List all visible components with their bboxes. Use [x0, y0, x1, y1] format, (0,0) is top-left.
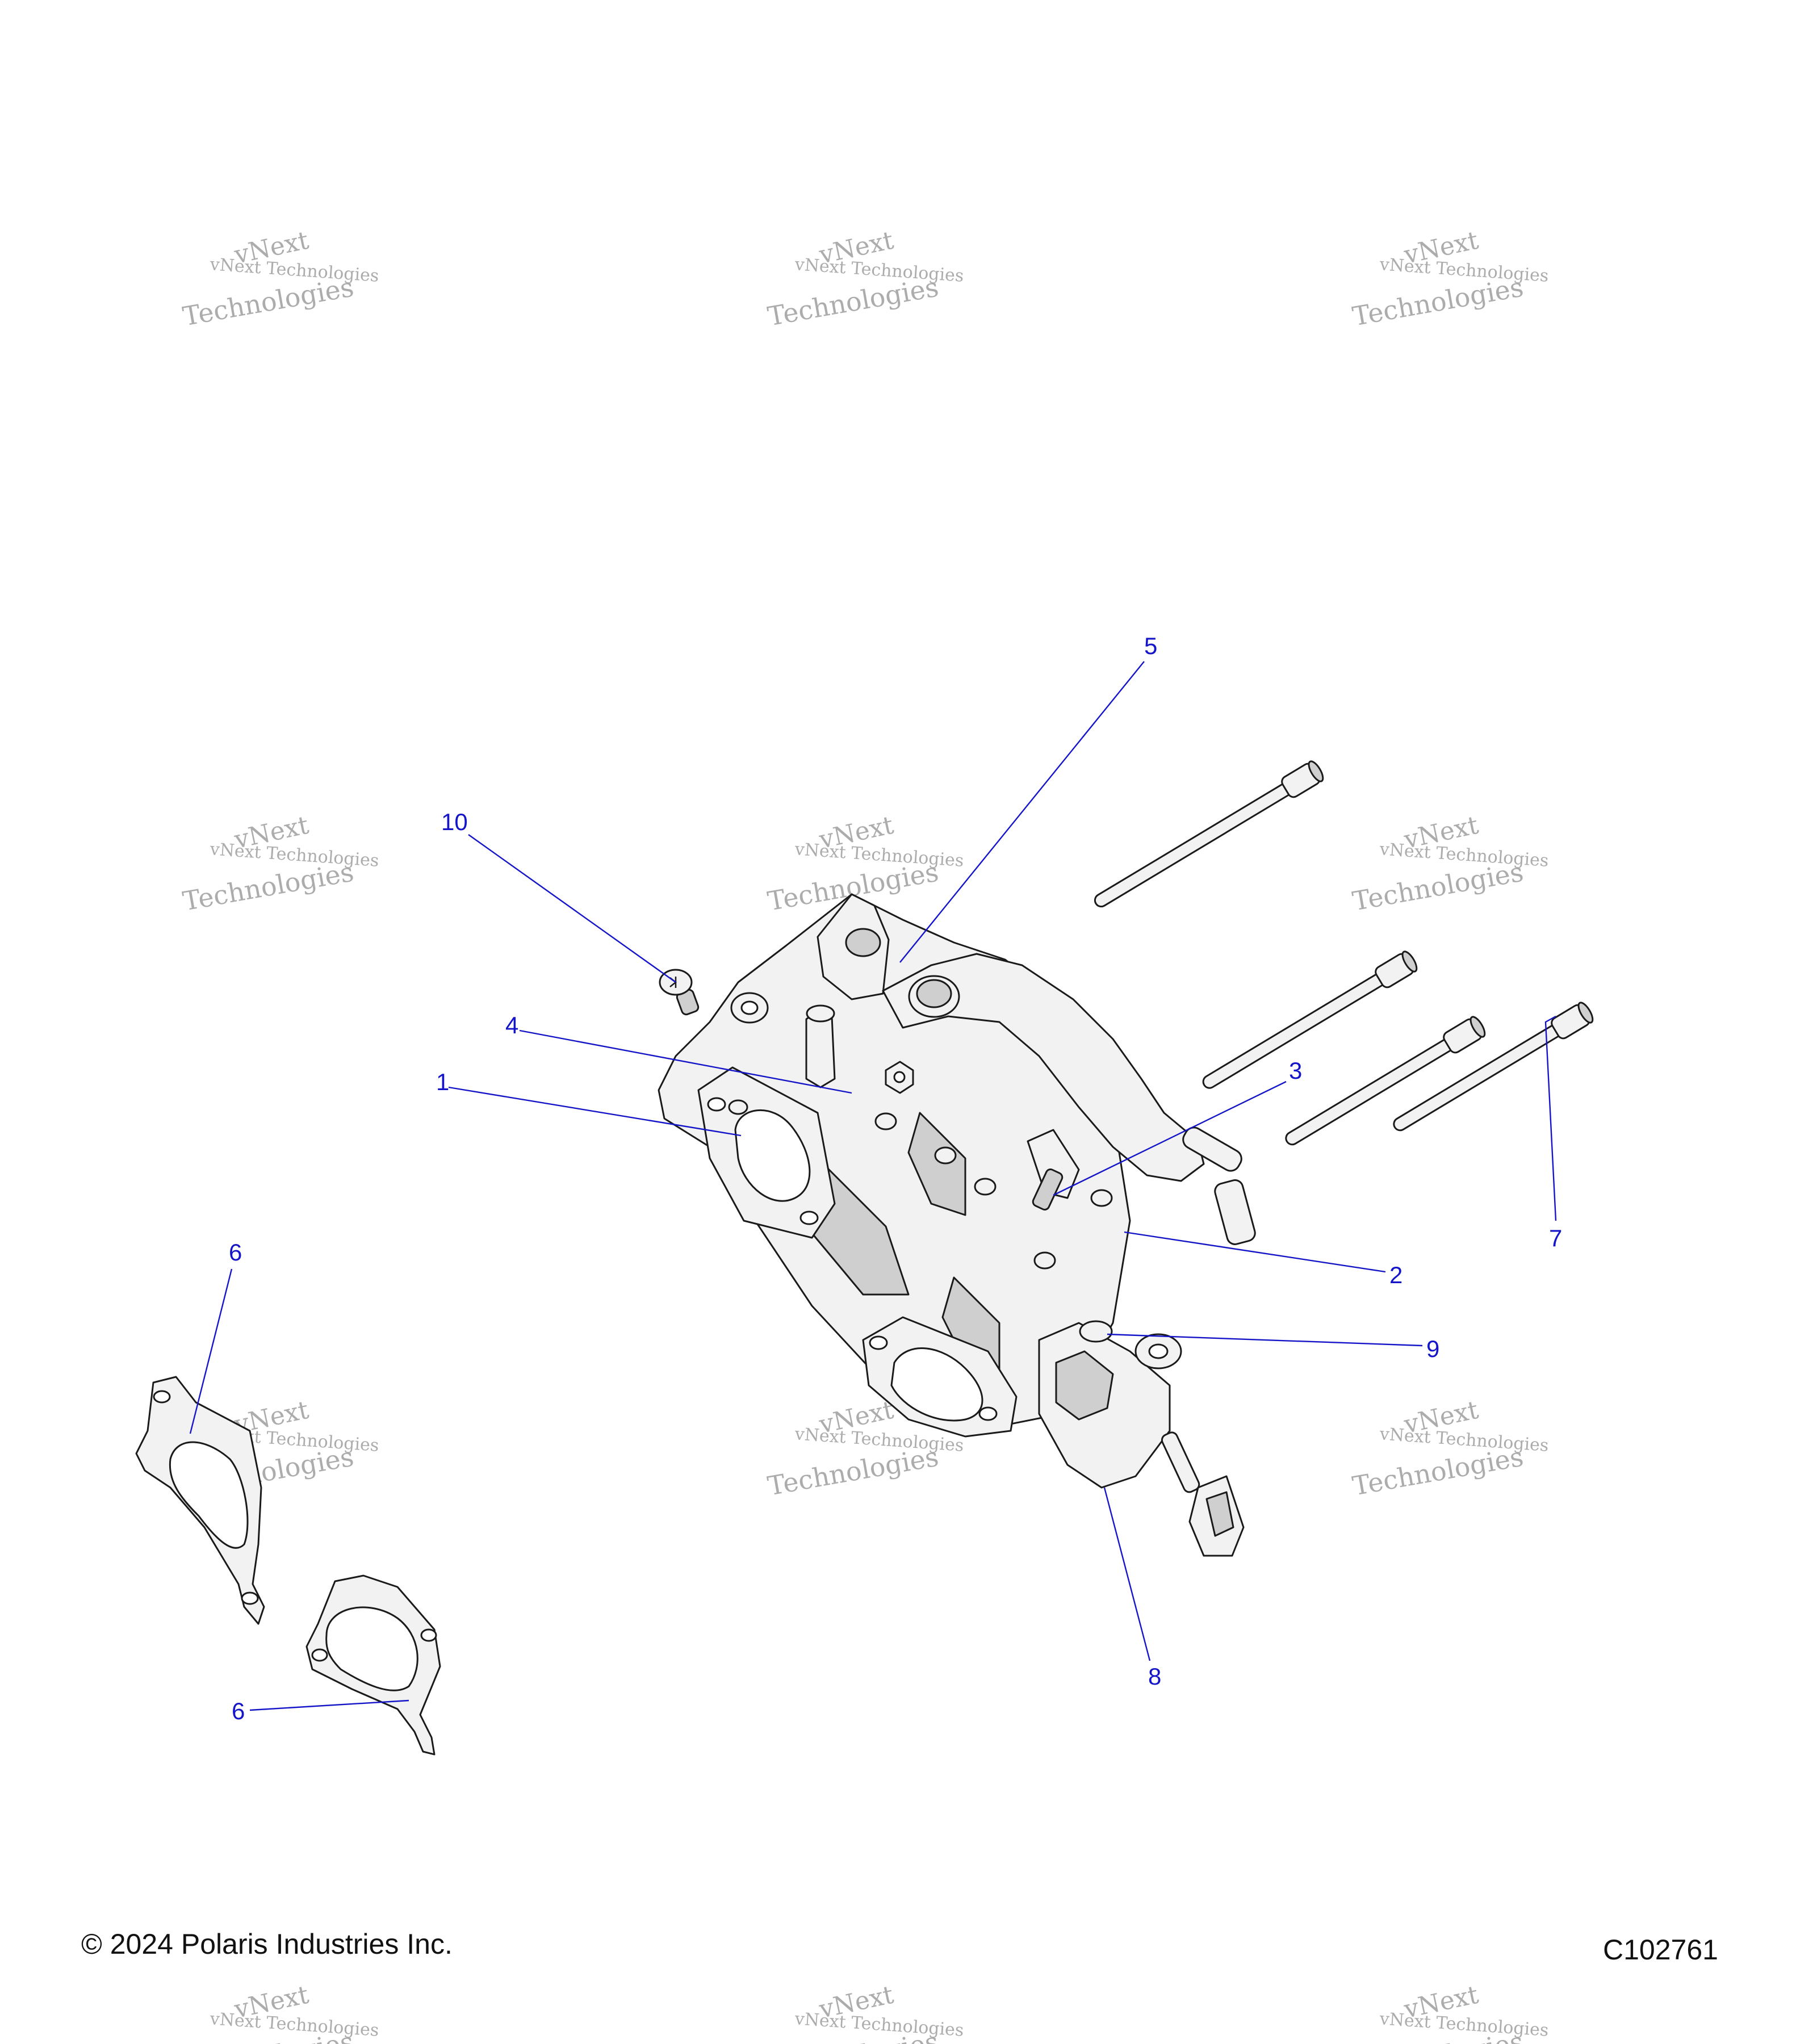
leader-9 [1107, 1333, 1423, 1347]
leader-4 [519, 1029, 852, 1094]
bolt [1202, 950, 1418, 1089]
watermark-line3: Technologies [181, 856, 356, 916]
watermark-line3: Technologies [1350, 1441, 1526, 1501]
leader-1 [448, 1086, 742, 1137]
callout-8: 8 [1148, 1663, 1161, 1690]
watermark-line3: Technologies [765, 271, 941, 332]
bolt [1393, 1002, 1594, 1132]
leader-7 [1544, 1015, 1557, 1221]
callout-6-lower: 6 [232, 1698, 245, 1724]
watermark: vNext vNext Technologies Technologies [181, 1980, 380, 2044]
sensor-part-8 [1038, 1320, 1245, 1557]
watermark: vNext vNext Technologies Technologies [181, 226, 380, 332]
callout-2: 2 [1389, 1262, 1402, 1288]
leader-10 [468, 834, 676, 983]
leader-8 [1103, 1487, 1151, 1661]
watermark-line3: Technologies [1350, 271, 1526, 332]
bolt [1285, 1016, 1486, 1146]
screw-part-10 [659, 969, 700, 1016]
watermark-line3: Technologies [181, 271, 356, 332]
callout-4: 4 [505, 1012, 518, 1038]
callout-6-upper: 6 [229, 1239, 242, 1266]
watermark: vNext vNext Technologies Technologies [1350, 811, 1550, 917]
watermark: vNext vNext Technologies Technologies [1350, 1396, 1550, 1502]
leader-3 [1053, 1080, 1287, 1196]
copyright-notice: © 2024 Polaris Industries Inc. [81, 1928, 453, 1960]
stud-part-9 [1079, 1320, 1113, 1343]
callout-10: 10 [441, 809, 468, 835]
watermark-line3: Technologies [1350, 856, 1526, 916]
drawing-number: C102761 [1603, 1934, 1718, 1966]
watermark: vNext vNext Technologies Technologies [765, 226, 965, 332]
watermark: vNext vNext Technologies Technologies [1350, 1980, 1550, 2044]
callout-numbers: 5 10 4 1 3 2 9 8 7 6 6 [229, 633, 1562, 1724]
leader-6-upper [189, 1268, 233, 1434]
watermark: vNext vNext Technologies Technologies [1350, 226, 1550, 332]
fuel-rail-part-5 [882, 953, 1256, 1245]
callout-9: 9 [1426, 1335, 1439, 1362]
gasket-part-6-lower [305, 1574, 441, 1756]
callout-3: 3 [1289, 1057, 1302, 1084]
watermark-line3: Technologies [765, 1441, 941, 1501]
leader-lines [189, 661, 1557, 1711]
leader-6-lower [249, 1699, 409, 1711]
watermark: vNext vNext Technologies Technologies [181, 811, 380, 917]
leader-2 [1124, 1231, 1386, 1273]
bolt [1094, 760, 1324, 908]
gasket-part-6-upper [135, 1376, 265, 1625]
callout-5: 5 [1144, 633, 1157, 659]
watermark: vNext vNext Technologies Technologies [765, 1980, 965, 2044]
callout-7: 7 [1549, 1225, 1562, 1251]
leader-5 [899, 661, 1145, 963]
callout-1: 1 [436, 1069, 449, 1095]
bolts-part-7 [1094, 760, 1594, 1146]
